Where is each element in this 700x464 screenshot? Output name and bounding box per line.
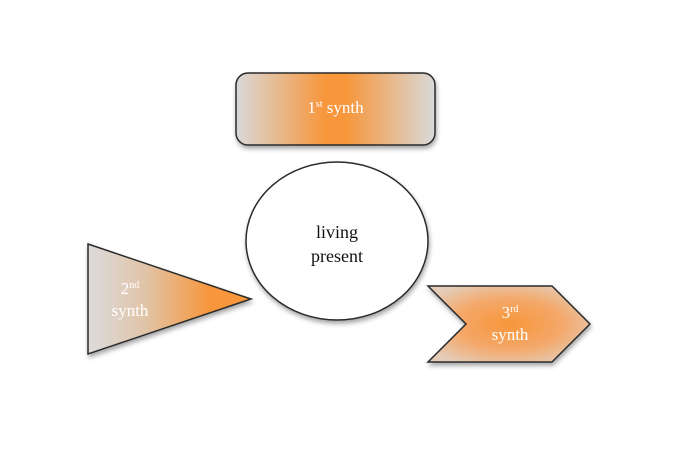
third-synth-label: 3rd synth xyxy=(470,302,550,346)
living-present-line2: present xyxy=(311,246,363,267)
second-synth-label: 2nd synth xyxy=(98,278,162,322)
second-synth-suffix: nd xyxy=(129,280,140,291)
third-synth-ordinal: 3 xyxy=(501,303,511,322)
living-present-circle xyxy=(245,161,429,321)
second-synth-word: synth xyxy=(111,301,149,321)
third-synth-word: synth xyxy=(491,325,529,345)
living-present-line1: living xyxy=(315,222,358,242)
living-present-label: living present xyxy=(246,220,428,269)
first-synth-box xyxy=(235,72,436,146)
third-synth-chevron xyxy=(426,285,592,363)
first-synth-label: 1st synth xyxy=(236,97,435,119)
third-synth-suffix: rd xyxy=(510,304,519,315)
first-synth-word: synth xyxy=(326,98,364,117)
first-synth-ordinal: 1 xyxy=(307,98,316,117)
second-synth-triangle xyxy=(87,242,254,356)
first-synth-suffix: st xyxy=(315,99,323,110)
second-synth-ordinal: 2 xyxy=(120,279,130,298)
